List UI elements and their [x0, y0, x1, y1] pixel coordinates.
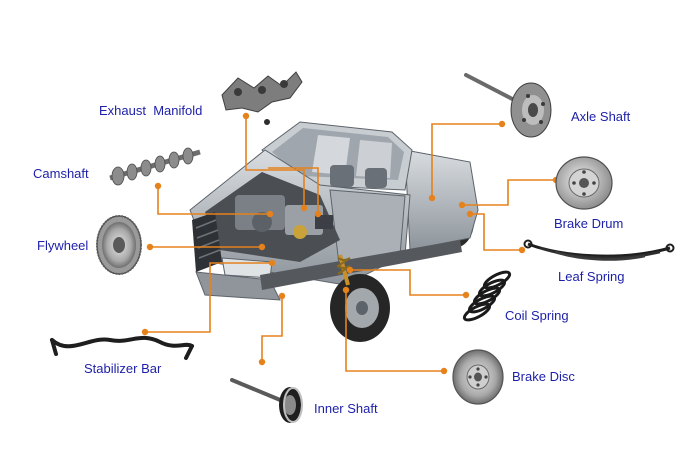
callout-axle-shaft — [431, 123, 502, 198]
callout-brake-drum — [462, 179, 556, 206]
camshaft-icon — [109, 147, 201, 186]
label-stabilizer-bar: Stabilizer Bar — [84, 361, 162, 376]
callout-stabilizer-bar — [145, 262, 272, 333]
callout-leaf-spring — [470, 213, 522, 251]
callout-camshaft — [157, 186, 270, 215]
stabilizer-bar-icon — [50, 336, 194, 360]
callout-exhaust-manifold — [245, 116, 305, 208]
axle-shaft-icon — [464, 73, 552, 138]
label-flywheel: Flywheel — [37, 238, 89, 253]
flywheel-icon — [96, 215, 142, 275]
callout-engine-top — [268, 167, 319, 214]
label-camshaft: Camshaft — [33, 166, 89, 181]
label-exhaust-manifold: Exhaust Manifold — [99, 103, 203, 118]
callout-lines — [145, 116, 556, 372]
truck-cutaway-icon — [189, 121, 479, 342]
brake-drum-icon — [555, 156, 613, 210]
label-brake-disc: Brake Disc — [512, 369, 575, 384]
label-coil-spring: Coil Spring — [505, 308, 569, 323]
callout-brake-disc — [345, 290, 444, 372]
coil-spring-icon — [462, 270, 512, 322]
exhaust-manifold-icon — [221, 71, 303, 125]
inner-shaft-icon — [230, 378, 303, 423]
callout-inner-shaft — [261, 296, 283, 362]
label-inner-shaft: Inner Shaft — [314, 401, 378, 416]
label-brake-drum: Brake Drum — [554, 216, 624, 231]
label-axle-shaft: Axle Shaft — [571, 109, 631, 124]
callout-dots — [141, 112, 560, 375]
brake-disc-icon — [452, 349, 504, 405]
callout-coil-spring — [350, 269, 466, 296]
label-leaf-spring: Leaf Spring — [558, 269, 625, 284]
leaf-spring-icon — [523, 239, 675, 261]
